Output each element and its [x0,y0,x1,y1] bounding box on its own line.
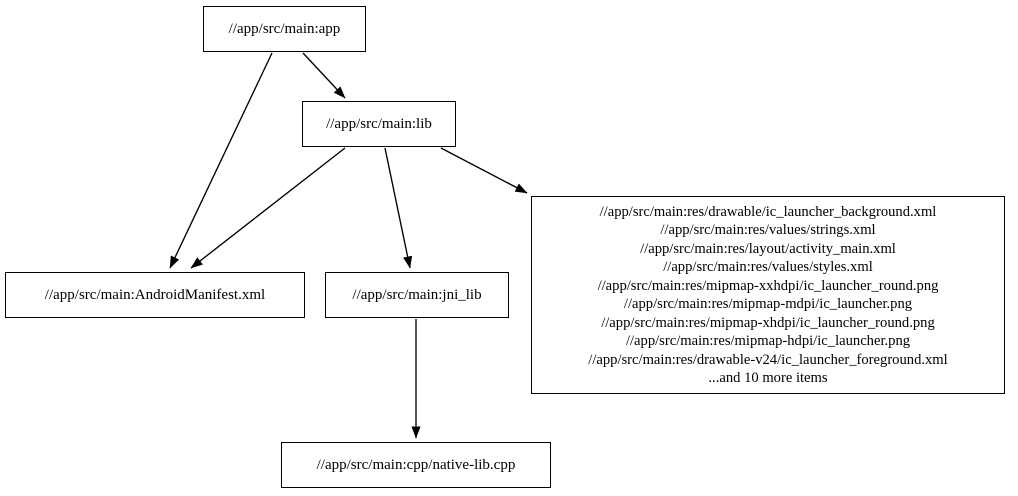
graph-edge-lib-to-jni-lib [384,147,413,269]
graph-node-app[interactable]: //app/src/main:app [203,6,366,52]
graph-node-jni-lib-label: //app/src/main:jni_lib [352,286,482,303]
graph-node-res-group[interactable]: //app/src/main:res/drawable/ic_launcher_… [531,196,1005,394]
graph-node-app-label: //app/src/main:app [228,20,341,37]
graph-edge-lib-to-res-group [440,147,528,194]
graph-edge-lib-to-manifest [190,147,346,269]
graph-node-res-group-label: //app/src/main:res/drawable/ic_launcher_… [588,203,948,387]
graph-node-lib[interactable]: //app/src/main:lib [302,101,456,147]
graph-edge-app-to-lib [302,52,346,99]
graph-node-native-lib-cpp-label: //app/src/main:cpp/native-lib.cpp [316,456,516,473]
graph-node-android-manifest-label: //app/src/main:AndroidManifest.xml [44,286,266,303]
graph-node-android-manifest[interactable]: //app/src/main:AndroidManifest.xml [5,272,305,318]
graph-node-native-lib-cpp[interactable]: //app/src/main:cpp/native-lib.cpp [281,442,551,488]
graph-node-lib-label: //app/src/main:lib [326,115,432,132]
graph-edge-app-to-manifest [169,52,273,269]
graph-node-jni-lib[interactable]: //app/src/main:jni_lib [325,272,509,318]
